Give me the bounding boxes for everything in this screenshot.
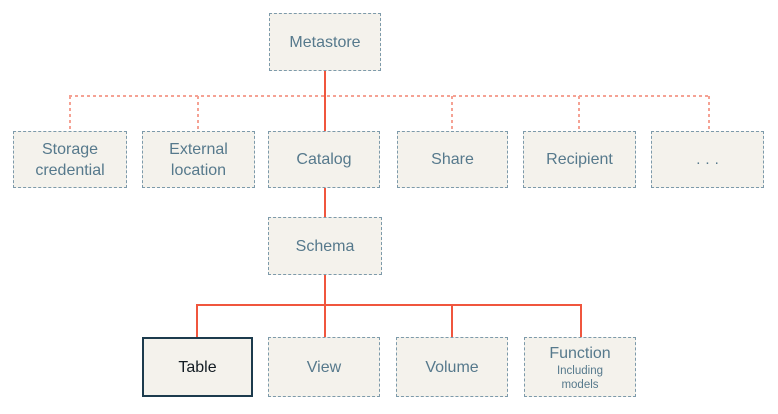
node-recipient-label: Recipient xyxy=(546,151,613,168)
connector-drop-external-location xyxy=(197,96,199,131)
connector-metastore-catalog xyxy=(324,71,326,131)
connector-drop-table xyxy=(196,304,198,337)
node-function-label: Function xyxy=(549,344,611,362)
node-catalog-label: Catalog xyxy=(296,151,352,168)
connector-drop-volume xyxy=(451,304,453,337)
node-function-sublabel: Including models xyxy=(556,364,604,391)
node-more-label: ... xyxy=(696,151,724,168)
connector-drop-share xyxy=(451,96,453,131)
node-more: ... xyxy=(651,131,764,188)
connector-schema-view xyxy=(324,275,326,337)
connector-drop-more xyxy=(708,96,710,131)
node-metastore: Metastore xyxy=(269,13,381,71)
node-share: Share xyxy=(397,131,508,188)
node-recipient: Recipient xyxy=(523,131,636,188)
connector-drop-function xyxy=(580,304,582,337)
node-storage-credential: Storage credential xyxy=(13,131,127,188)
node-external-location-label: External location xyxy=(169,140,228,179)
node-external-location: External location xyxy=(142,131,255,188)
node-metastore-label: Metastore xyxy=(289,33,361,51)
node-schema-label: Schema xyxy=(295,237,355,255)
node-table: Table xyxy=(142,337,253,397)
node-schema: Schema xyxy=(268,217,382,275)
node-function: Function Including models xyxy=(524,337,636,397)
connector-drop-recipient xyxy=(578,96,580,131)
node-volume-label: Volume xyxy=(425,358,479,376)
node-catalog: Catalog xyxy=(268,131,380,188)
node-view: View xyxy=(268,337,380,397)
node-share-label: Share xyxy=(431,151,474,168)
node-storage-credential-label: Storage credential xyxy=(35,140,105,179)
node-table-label: Table xyxy=(178,358,217,376)
node-volume: Volume xyxy=(396,337,508,397)
connector-rail-dotted xyxy=(69,95,710,97)
connector-rail-solid xyxy=(196,304,582,306)
node-view-label: View xyxy=(306,358,342,376)
connector-drop-storage-credential xyxy=(69,96,71,131)
connector-catalog-schema xyxy=(324,188,326,217)
